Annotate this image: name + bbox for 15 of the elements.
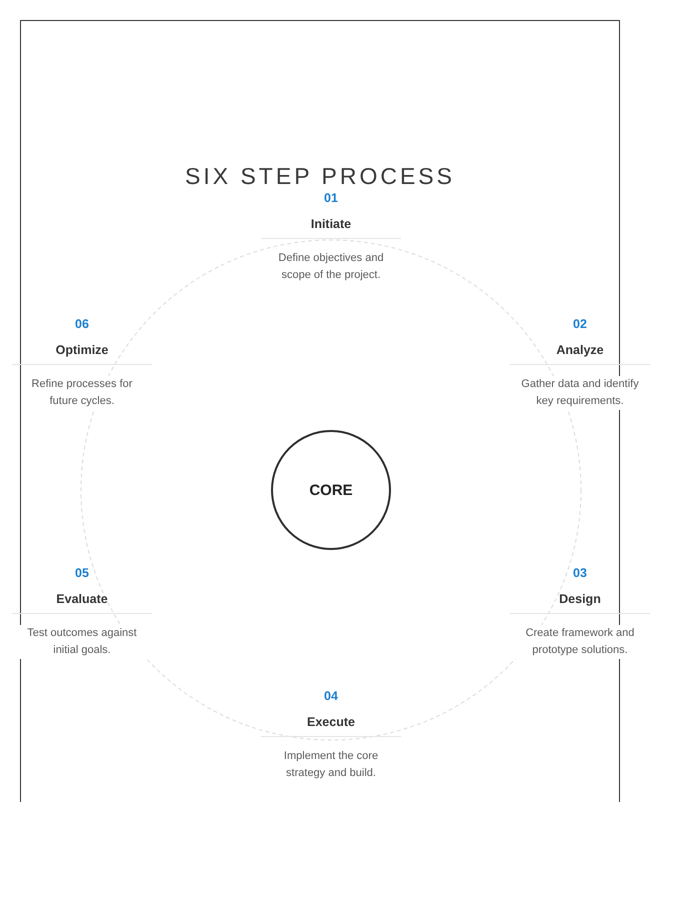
title: SIX STEP PROCESS <box>185 162 455 191</box>
step-number: 02 <box>573 316 587 332</box>
step-title: Evaluate <box>56 591 108 608</box>
step-number: 04 <box>324 688 338 704</box>
step-title: Analyze <box>556 342 604 359</box>
step-title: Execute <box>307 714 355 731</box>
step-number: 06 <box>75 316 89 332</box>
step-title: Initiate <box>310 216 352 233</box>
step-title: Optimize <box>56 342 108 359</box>
step-number: 01 <box>324 190 338 206</box>
step-number: 03 <box>573 565 587 581</box>
core-circle: CORE <box>271 430 391 550</box>
step-title: Design <box>559 591 601 608</box>
step-description: Test outcomes against initial goals. <box>18 625 146 659</box>
step-number: 05 <box>75 565 89 581</box>
